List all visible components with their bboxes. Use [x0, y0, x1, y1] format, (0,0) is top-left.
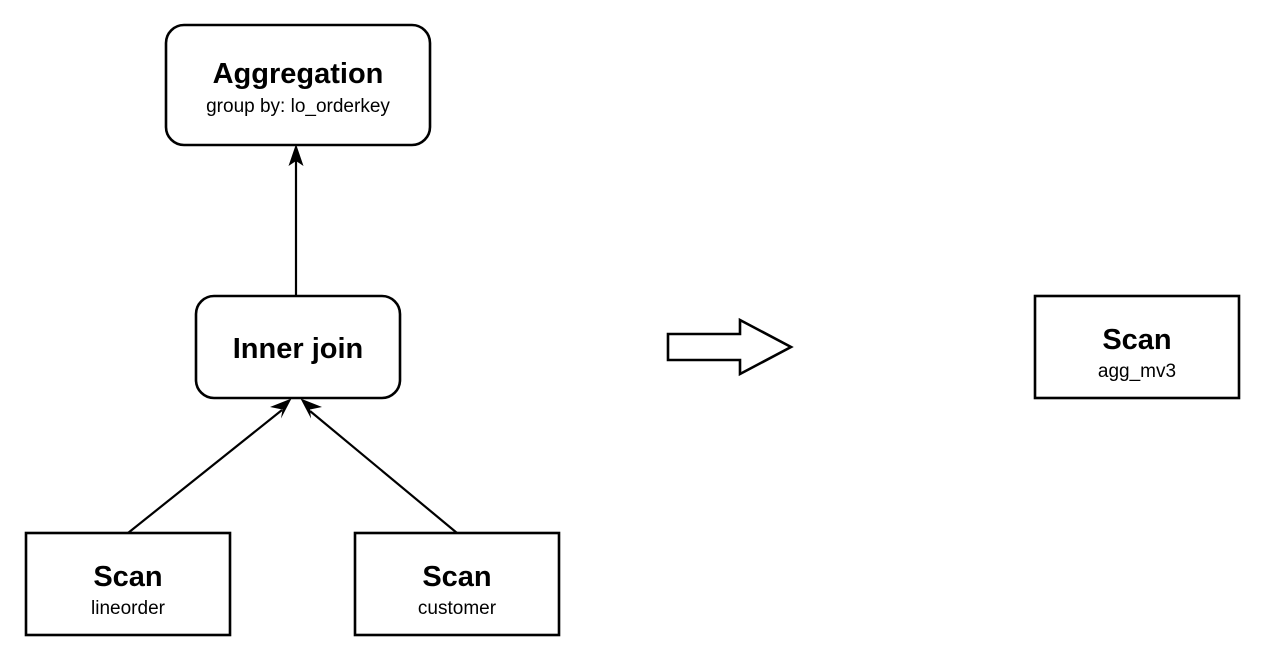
node-scan-lineorder[interactable]: Scan lineorder	[24, 531, 232, 637]
node-inner-join-title: Inner join	[233, 333, 364, 365]
transform-arrow-shape	[666, 317, 794, 377]
node-scan-lineorder-subtitle: lineorder	[91, 598, 166, 619]
node-scan-customer-title: Scan	[422, 561, 491, 593]
edge-innerjoin-to-aggregation	[288, 144, 304, 296]
node-scan-agg-mv3-title: Scan	[1102, 324, 1171, 356]
node-scan-agg-mv3[interactable]: Scan agg_mv3	[1033, 294, 1241, 400]
edge-arrowhead-innerjoin-left	[270, 398, 292, 419]
node-aggregation[interactable]: Aggregation group by: lo_orderkey	[164, 23, 432, 147]
edge-arrowhead-innerjoin-right	[300, 398, 322, 419]
node-scan-customer-subtitle: customer	[418, 598, 497, 619]
edge-scan-lineorder-to-innerjoin	[127, 398, 292, 534]
node-scan-lineorder-title: Scan	[93, 561, 162, 593]
transform-arrow-icon	[666, 317, 794, 377]
edge-line-customer-innerjoin	[309, 410, 458, 534]
node-scan-lineorder-shape	[24, 531, 232, 637]
node-aggregation-title: Aggregation	[213, 58, 384, 90]
node-scan-agg-mv3-shape	[1033, 294, 1241, 400]
node-aggregation-subtitle: group by: lo_orderkey	[206, 96, 390, 117]
edge-line-lineorder-innerjoin	[127, 409, 283, 534]
node-scan-customer-shape	[353, 531, 561, 637]
edge-scan-customer-to-innerjoin	[300, 398, 458, 534]
node-scan-agg-mv3-subtitle: agg_mv3	[1098, 361, 1176, 382]
edge-arrowhead-aggregation	[288, 144, 304, 166]
node-inner-join-shape	[194, 294, 402, 400]
node-inner-join[interactable]: Inner join	[194, 294, 402, 400]
node-scan-customer[interactable]: Scan customer	[353, 531, 561, 637]
node-aggregation-shape	[164, 23, 432, 147]
